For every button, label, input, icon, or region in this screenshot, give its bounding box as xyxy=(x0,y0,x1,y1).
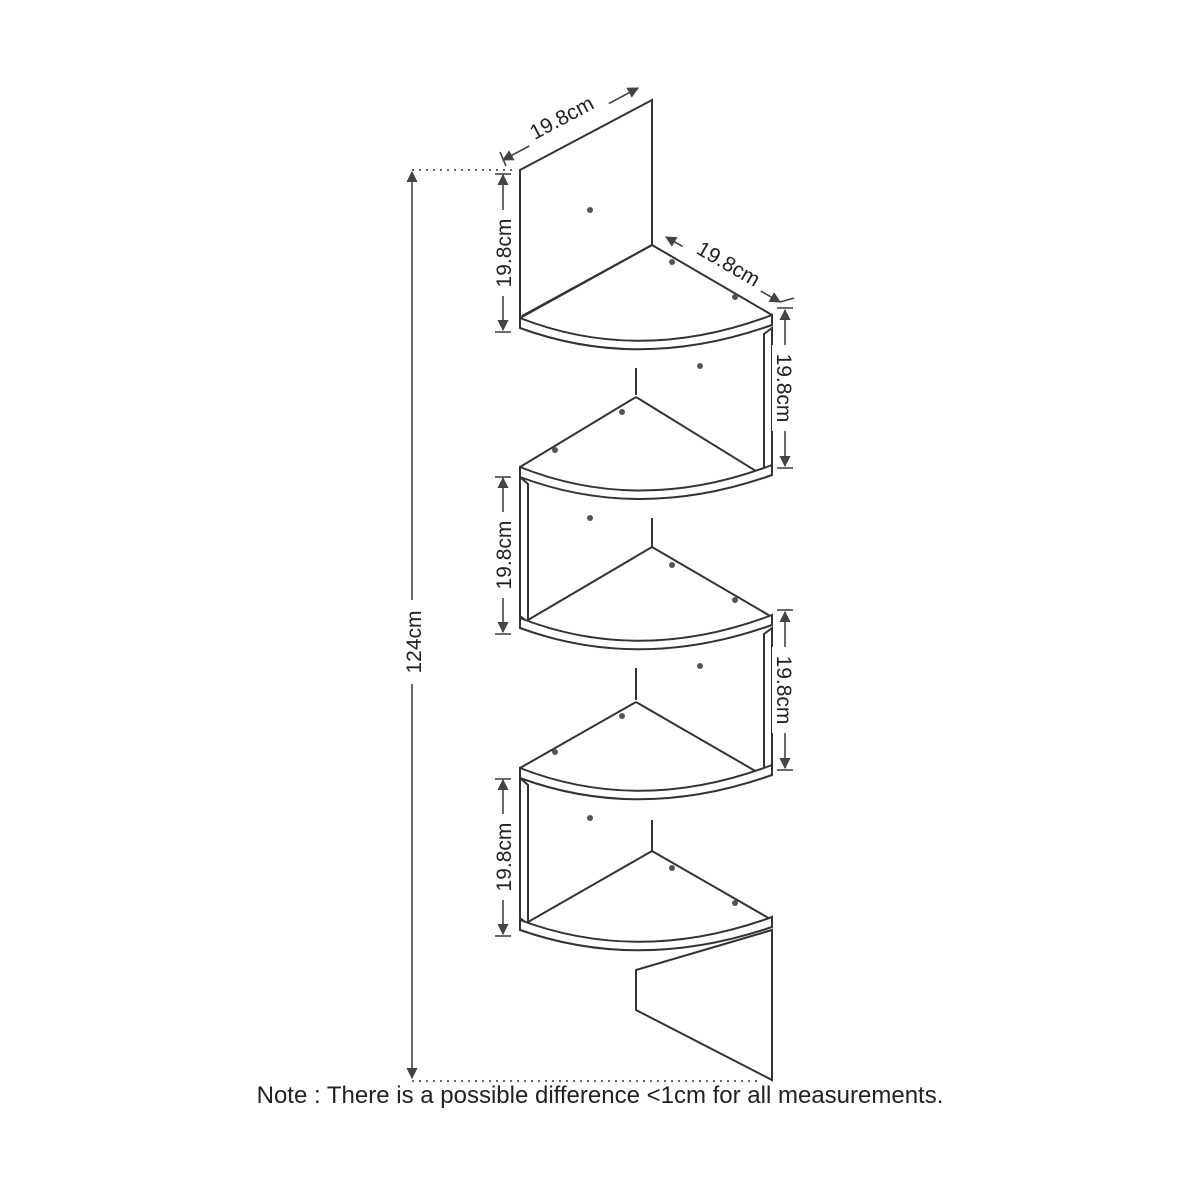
total-height-dimension: 124cm xyxy=(398,169,760,1082)
left-gap-label-3: 19.8cm xyxy=(493,823,516,892)
right-gap-dimension-1: 19.8cm xyxy=(772,307,798,469)
left-gap-label-1: 19.8cm xyxy=(493,219,516,288)
right-gap-label-2: 19.8cm xyxy=(772,656,795,725)
right-gap-dimension-2: 19.8cm xyxy=(772,609,798,771)
left-gap-label-2: 19.8cm xyxy=(493,521,516,590)
bottom-panel xyxy=(635,928,773,1082)
right-side-panel-1 xyxy=(635,326,773,478)
shelf-2 xyxy=(519,396,773,521)
right-side-panel-2 xyxy=(635,626,773,778)
total-height-label: 124cm xyxy=(403,610,426,673)
left-side-panel-1 xyxy=(519,474,653,624)
right-gap-label-1: 19.8cm xyxy=(772,354,795,423)
measurement-note: Note : There is a possible difference <1… xyxy=(256,1082,944,1109)
shelf-4 xyxy=(519,701,773,821)
shelf-3 xyxy=(519,546,773,669)
left-gap-dimension-2: 19.8cm xyxy=(490,476,516,635)
left-gap-dimension-3: 19.8cm xyxy=(490,778,516,937)
left-gap-dimension-1: 19.8cm xyxy=(490,173,516,333)
